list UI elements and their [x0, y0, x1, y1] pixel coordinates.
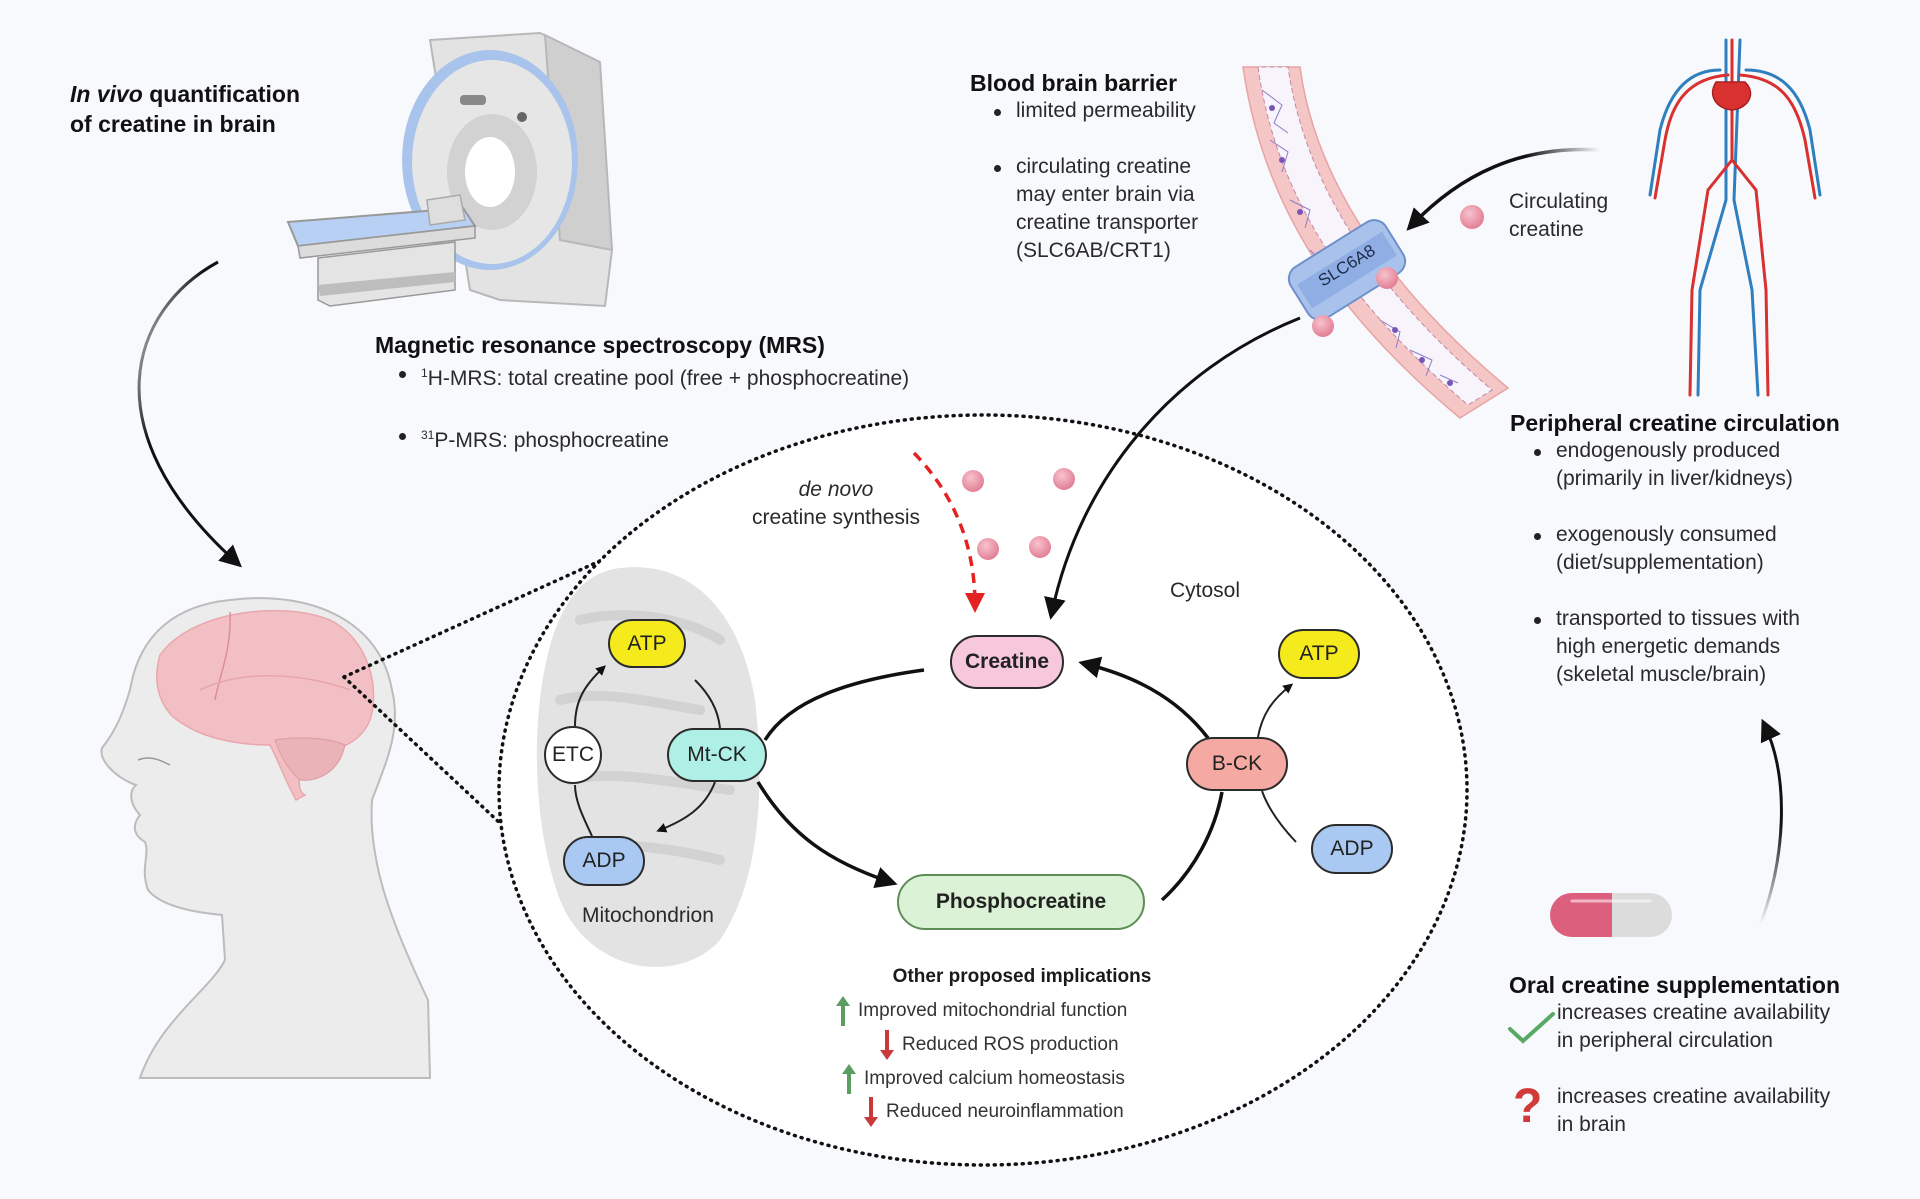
oral-supplementation-section: Oral creatine supplementation increases …	[1508, 972, 1841, 1139]
circulating-creatine-label: Circulating creatine	[1509, 190, 1609, 241]
peripheral-section: Peripheral creatine circulation endogeno…	[1510, 410, 1840, 689]
mitochondrion-label: Mitochondrion	[582, 904, 714, 927]
peripheral-bullet-endogenous: endogenously produced(primarily in liver…	[1530, 437, 1840, 493]
question-icon: ?	[1513, 1080, 1543, 1133]
mri-scanner-illustration	[286, 31, 614, 308]
mri-title-rest: quantification	[142, 81, 301, 107]
bbb-title: Blood brain barrier	[970, 70, 1178, 96]
up-arrow-icon	[836, 996, 850, 1026]
slc6a8-transporter	[1287, 219, 1407, 321]
circulating-to-bbb-arrow	[1406, 147, 1601, 231]
mt-ck-node: Mt-CK	[667, 728, 767, 782]
implication-item: Improved calcium homeostasis	[842, 1064, 1125, 1094]
down-arrow-icon	[880, 1030, 894, 1060]
peripheral-bullet-exogenous: exogenously consumed(diet/supplementatio…	[1530, 521, 1840, 577]
circulatory-system-illustration	[1648, 38, 1822, 397]
implication-item: Reduced ROS production	[880, 1030, 1119, 1060]
creatine-molecule-dot	[977, 538, 999, 560]
mri-section-title: In vivo quantification of creatine in br…	[70, 79, 300, 139]
de-novo-label: de novo creatine synthesis	[751, 478, 921, 529]
peripheral-title: Peripheral creatine circulation	[1510, 410, 1840, 436]
mri-title-line2: of creatine in brain	[70, 111, 276, 137]
creatine-pill-illustration	[1550, 893, 1672, 937]
check-icon	[1508, 1012, 1555, 1044]
up-arrow-icon	[842, 1064, 856, 1094]
mrs-title: Magnetic resonance spectroscopy (MRS)	[375, 332, 825, 358]
blood-brain-barrier-vessel	[1242, 66, 1510, 419]
mrs-section: Magnetic resonance spectroscopy (MRS) 1H…	[375, 332, 909, 455]
etc-node: ETC	[544, 726, 602, 784]
mrs-bullet-31p: 31P-MRS: phosphocreatine	[395, 421, 909, 455]
mri-to-brain-arrow	[137, 260, 242, 568]
bbb-bullet-transporter: circulating creatine may enter brain via…	[990, 153, 1198, 265]
brain-cell-zoom-circle	[497, 413, 1469, 1167]
circulating-creatine-dot	[1460, 205, 1484, 229]
bbb-bullet-permeability: limited permeability	[990, 97, 1198, 125]
bbb-to-creatine-arrow	[1044, 316, 1301, 620]
down-arrow-icon	[864, 1097, 878, 1127]
atp-mitochondrial-node: ATP	[608, 619, 686, 668]
de-novo-synthesis-arrow	[912, 451, 985, 613]
implication-item: Reduced neuroinflammation	[864, 1097, 1124, 1127]
oral-title: Oral creatine supplementation	[1509, 972, 1841, 998]
creatine-molecule-dot	[1312, 315, 1334, 337]
oral-to-peripheral-arrow	[1758, 718, 1783, 926]
head-brain-illustration	[100, 597, 432, 1079]
cytosol-label: Cytosol	[1170, 579, 1241, 602]
atp-cytosolic-node: ATP	[1278, 629, 1360, 679]
adp-cytosolic-node: ADP	[1311, 824, 1393, 874]
creatine-molecule-dot	[962, 470, 984, 492]
creatine-molecule-dot	[1376, 267, 1398, 289]
b-ck-node: B-CK	[1186, 737, 1288, 791]
creatine-node: Creatine	[950, 635, 1064, 689]
creatine-molecule-dot	[1053, 468, 1075, 490]
creatine-molecule-dot	[1029, 536, 1051, 558]
implications-title: Other proposed implications	[892, 966, 1152, 987]
mrs-bullet-1h: 1H-MRS: total creatine pool (free + phos…	[395, 359, 909, 393]
implication-item: Improved mitochondrial function	[836, 996, 1127, 1026]
bbb-section: Blood brain barrier limited permeability…	[970, 70, 1198, 265]
adp-mitochondrial-node: ADP	[563, 836, 645, 886]
phosphocreatine-node: Phosphocreatine	[897, 874, 1145, 930]
mri-title-italic: In vivo	[70, 81, 143, 107]
